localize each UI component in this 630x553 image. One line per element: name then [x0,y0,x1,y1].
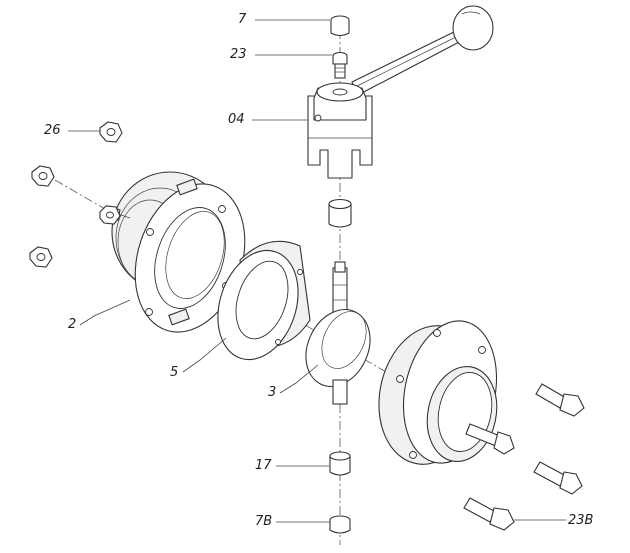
flange-bore-inner [165,211,225,299]
handle-side-hole [314,114,322,122]
collar-bore [332,88,348,96]
flange-bore [154,207,226,309]
part-04-handle-body [307,82,373,179]
cap-body [329,520,351,534]
right-flange-hole-3 [409,451,417,459]
bushing-body [328,204,352,228]
bolt-1 [535,383,585,417]
nut-hole [106,211,114,219]
ball-highlight [461,11,481,15]
label-26: 26 [44,123,61,138]
disc-face [305,309,371,387]
label-2: 2 [68,317,77,332]
nut-hole [36,253,46,261]
leader-5 [182,337,227,373]
leader-3 [279,364,319,394]
nut-left-top [31,165,55,187]
bolt-through-right-flange [465,423,515,455]
bolt-head [493,431,515,455]
loose-bolts [463,383,585,531]
nut-hole [106,128,116,136]
bolt-23b [463,497,515,531]
label-17: 17 [255,458,272,473]
bolt-head [559,393,585,417]
ring-hole-2 [275,339,281,345]
nut-left-bottom [29,246,53,268]
label-7b: 7B [255,514,273,529]
ring-hole-1 [297,269,303,275]
screw-shank [334,63,346,79]
leader-2 [79,299,131,326]
label-5: 5 [170,365,179,380]
handle-lever [351,5,494,96]
bushing-top [329,451,351,461]
label-7: 7 [238,12,247,27]
bolt-head [559,471,583,495]
part-2-left-flange [111,171,246,333]
loose-nuts [29,121,123,268]
cap-body [330,20,350,37]
label-23: 23 [230,47,247,62]
bushing-top [328,198,352,210]
disc-hub [321,311,367,369]
disc-stem-tip [334,261,346,273]
lever-arm [351,29,464,96]
bolt-head [489,507,515,531]
upper-bushing [328,198,352,228]
right-flange-hole-1 [433,329,441,337]
bolt-2 [533,461,583,495]
part-17-lower-bushing [329,451,351,476]
part-7-cap [330,15,350,37]
lever-ball [452,5,494,51]
flange-bolt-hole-4 [145,308,153,316]
screw-head-side [332,56,348,65]
part-3-disc [305,261,371,405]
flange-top-notch [176,178,198,196]
disc-stem-lower [332,379,348,405]
part-23-screw [332,51,348,79]
part-5-seat-ring [217,240,311,361]
part-7b-bottom-cap [329,515,351,534]
label-23b: 23B [568,513,594,528]
right-flange [378,320,498,465]
right-flange-hole-2 [478,346,486,354]
label-04: 04 [228,112,245,127]
flange-bottom-notch [168,308,190,326]
nut-left-middle [99,205,121,225]
bushing-body [329,456,351,476]
flange-bolt-hole-1 [218,205,226,213]
ring-bore [235,260,289,340]
flange-bolt-hole-3 [146,228,154,236]
nut-hole [38,172,48,180]
leader-lines [68,19,566,523]
nut-26 [99,121,123,143]
lever-edge [354,34,461,88]
label-3: 3 [268,385,277,400]
right-flange-hole-4 [396,375,404,383]
